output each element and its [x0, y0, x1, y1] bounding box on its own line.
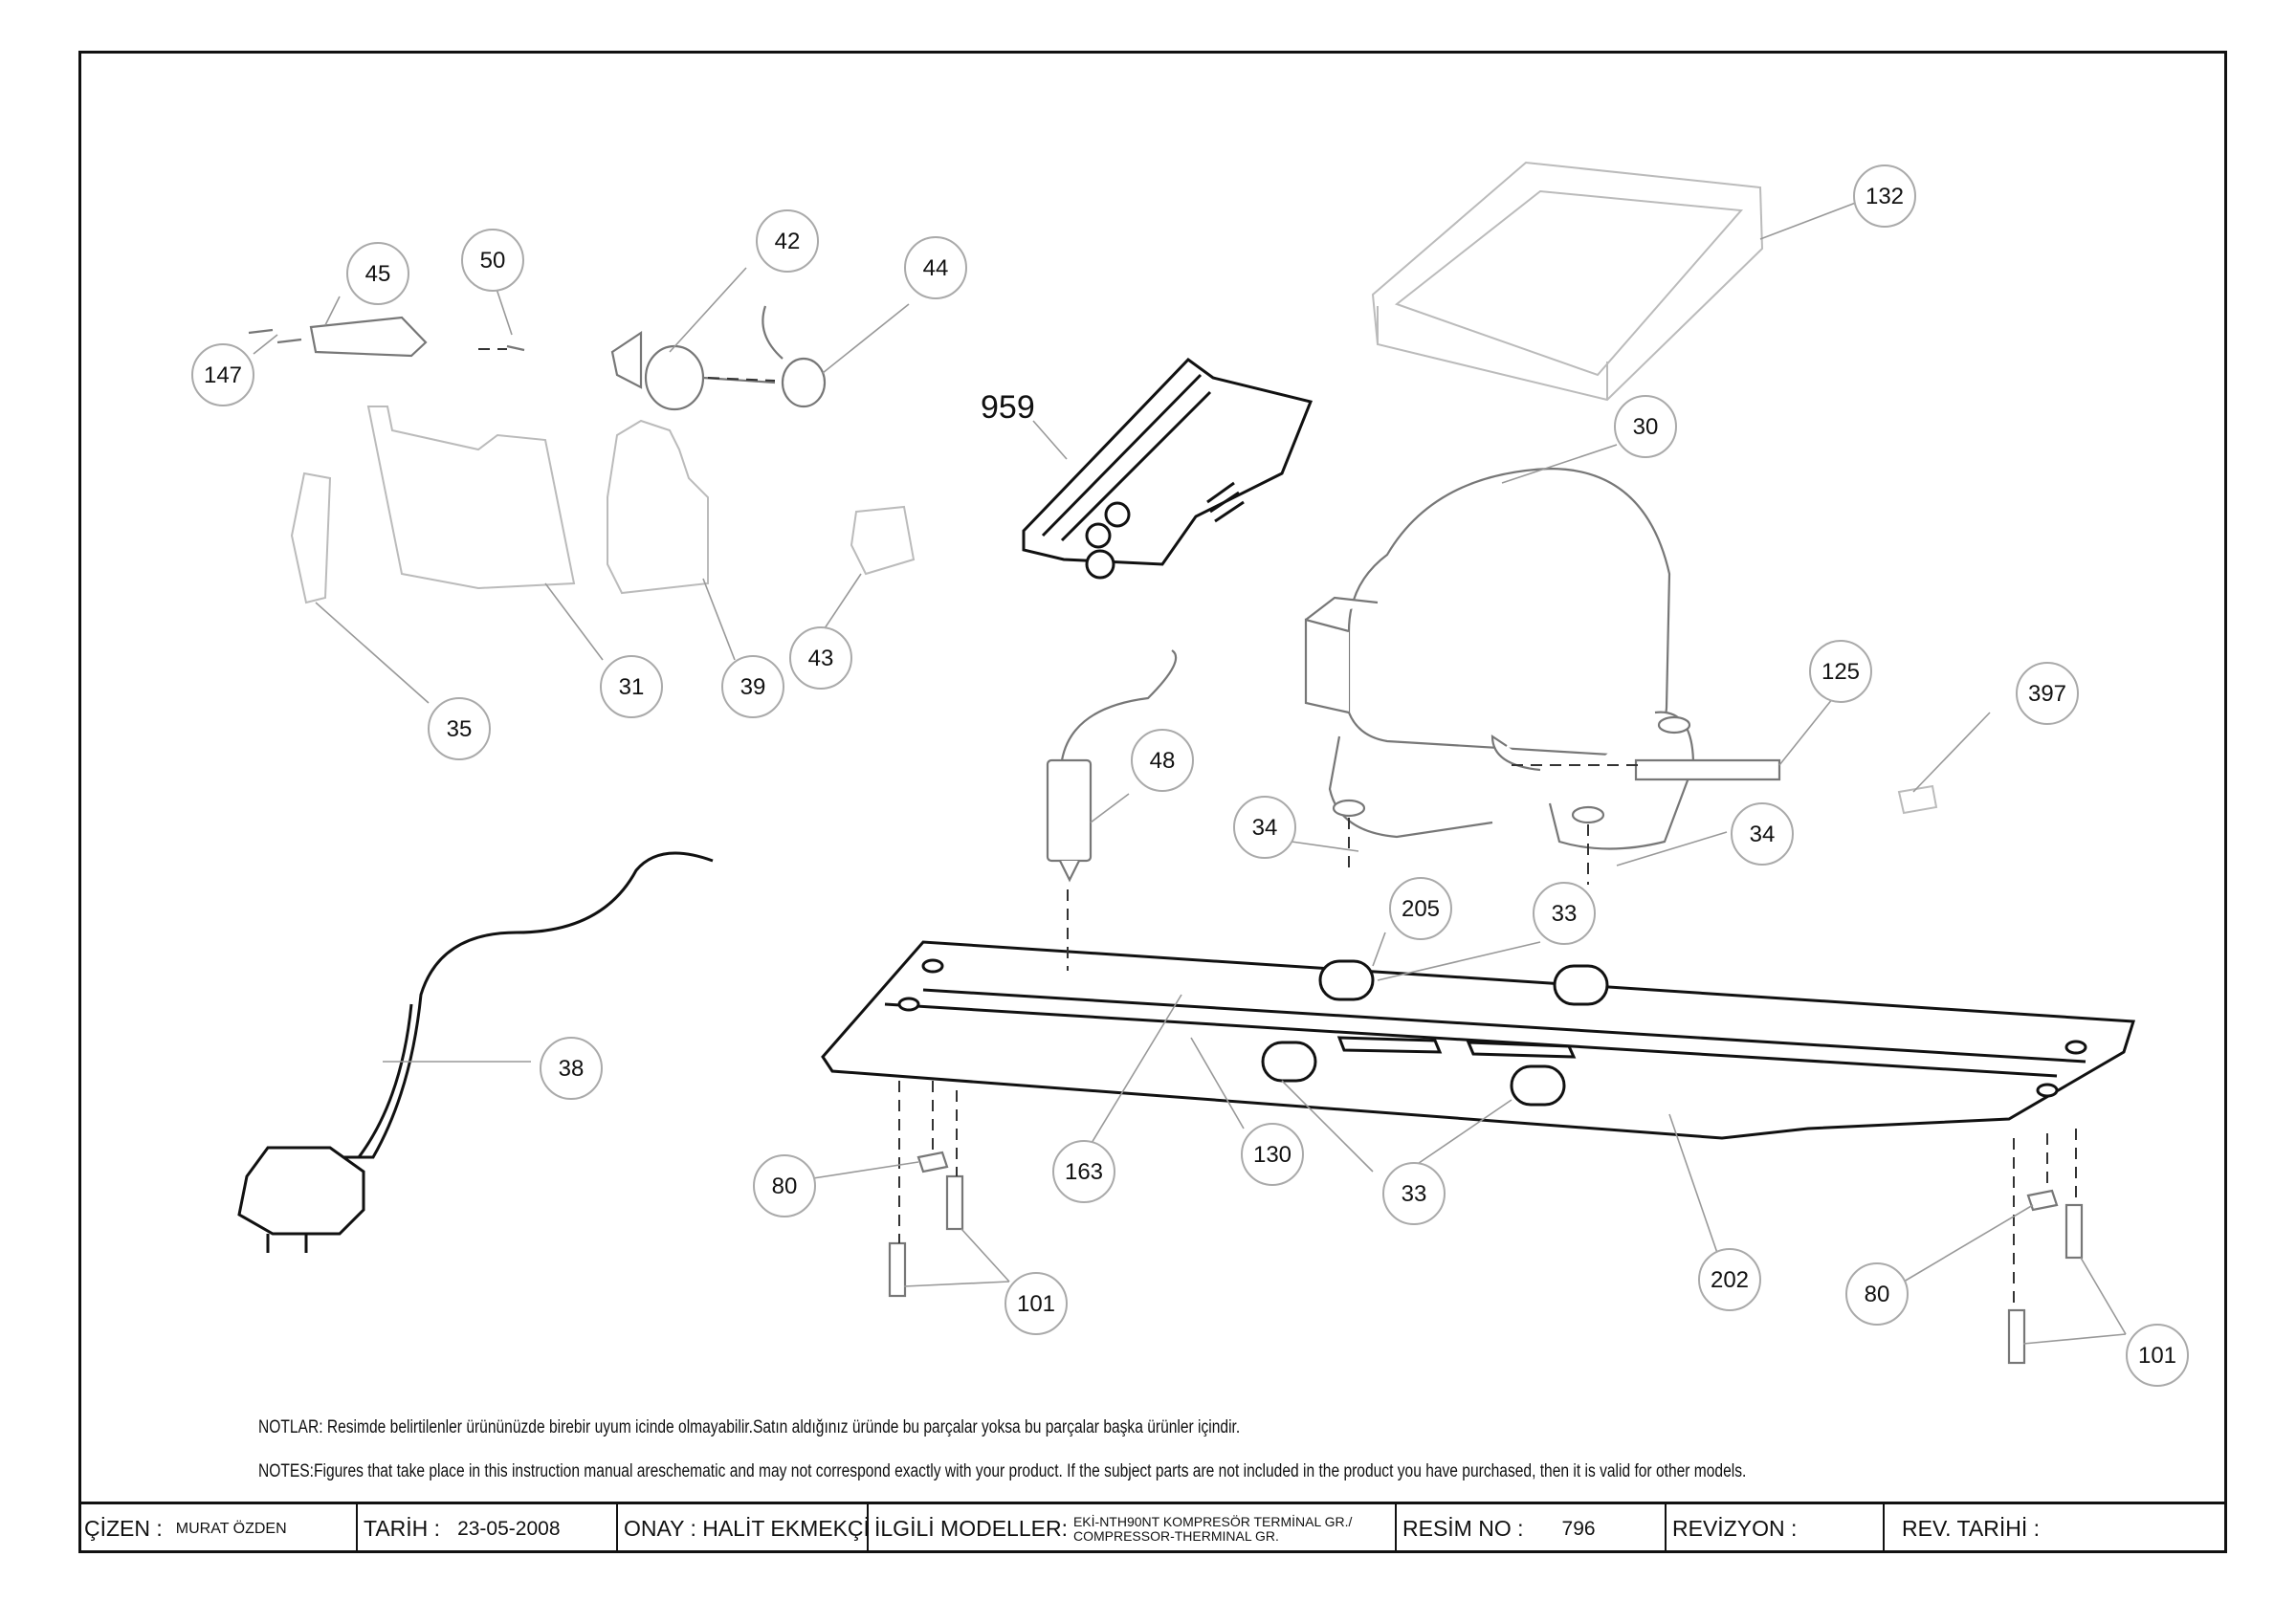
svg-text:38: 38	[559, 1056, 585, 1082]
svg-text:397: 397	[2028, 681, 2066, 707]
part-power-cable	[237, 851, 714, 1253]
svg-text:33: 33	[1402, 1181, 1427, 1207]
svg-text:39: 39	[740, 674, 766, 700]
svg-text:33: 33	[1552, 901, 1578, 927]
callout: 42	[756, 209, 819, 273]
revizyon-label: REVİZYON :	[1672, 1516, 1798, 1541]
leader-lines	[253, 200, 2127, 1345]
callout: 205	[1389, 877, 1452, 940]
svg-text:125: 125	[1821, 659, 1860, 685]
callout: 125	[1809, 640, 1872, 703]
svg-text:30: 30	[1633, 414, 1659, 440]
callout: 397	[2016, 662, 2079, 725]
callout: 33	[1533, 882, 1596, 945]
part-relay	[610, 305, 827, 411]
notes-english: NOTES:Figures that take place in this in…	[258, 1461, 1747, 1481]
rev-tarihi-cell: REV. TARİHİ :	[1885, 1504, 2221, 1553]
modeller-value: EKİ-NTH90NT KOMPRESÖR TERMİNAL GR./ COMP…	[1072, 1513, 1353, 1544]
svg-text:34: 34	[1750, 822, 1776, 847]
modeller-line-2: COMPRESSOR-THERMINAL GR.	[1072, 1527, 1279, 1544]
tarih-value: 23-05-2008	[457, 1517, 561, 1540]
part-base-plate	[821, 940, 2136, 1140]
svg-text:50: 50	[480, 248, 506, 274]
part-thermostat	[248, 316, 525, 358]
part-label-959: 959	[981, 389, 1035, 426]
part-covers	[290, 406, 916, 604]
rev-tarihi-label: REV. TARİHİ :	[1902, 1516, 2041, 1541]
callout: 80	[1845, 1262, 1909, 1326]
tarih-label: TARİH :	[364, 1516, 441, 1541]
callout: 33	[1382, 1162, 1446, 1225]
svg-text:42: 42	[775, 229, 801, 254]
callout: 101	[2126, 1324, 2189, 1387]
resim-cell: RESİM NO : 796	[1397, 1504, 1667, 1553]
part-capacitor	[1046, 649, 1178, 883]
callout: 44	[904, 236, 967, 299]
assembly-lines	[478, 348, 2077, 1310]
svg-text:205: 205	[1402, 896, 1440, 922]
svg-text:101: 101	[2138, 1343, 2176, 1369]
svg-text:45: 45	[365, 261, 391, 287]
part-compressor	[1304, 467, 1781, 850]
svg-text:202: 202	[1711, 1267, 1749, 1293]
callout: 31	[600, 655, 663, 718]
callout: 30	[1614, 395, 1677, 458]
part-tray	[1371, 161, 1764, 402]
resim-label: RESİM NO :	[1402, 1516, 1524, 1541]
notes-turkish: NOTLAR: Resimde belirtilenler ürününüzde…	[258, 1417, 1241, 1437]
svg-text:80: 80	[772, 1173, 798, 1199]
svg-text:35: 35	[447, 716, 473, 742]
svg-text:80: 80	[1865, 1282, 1890, 1307]
callout: 80	[753, 1154, 816, 1217]
callout: 48	[1131, 729, 1194, 792]
callout: 38	[540, 1037, 603, 1100]
callout: 147	[191, 343, 254, 406]
svg-text:163: 163	[1065, 1159, 1103, 1185]
part-feet-bolts	[888, 1151, 2084, 1365]
svg-text:31: 31	[619, 674, 645, 700]
callout: 163	[1052, 1140, 1115, 1203]
svg-text:101: 101	[1017, 1291, 1055, 1317]
modeller-line-1: EKİ-NTH90NT KOMPRESÖR TERMİNAL GR./	[1072, 1513, 1353, 1529]
callout: 43	[789, 626, 852, 690]
cizen-label: ÇİZEN :	[84, 1516, 163, 1541]
callout: 202	[1698, 1248, 1761, 1311]
drawing-frame	[78, 51, 2227, 1553]
callout: 132	[1853, 164, 1916, 228]
part-terminal-cover	[1022, 358, 1314, 580]
svg-text:34: 34	[1252, 815, 1278, 841]
callout: 130	[1241, 1123, 1304, 1186]
onay-cell: ONAY : HALİT EKMEKÇİ	[618, 1504, 870, 1553]
callout: 45	[346, 242, 409, 305]
svg-text:147: 147	[204, 362, 242, 388]
callout: 39	[721, 655, 784, 718]
callout: 50	[461, 229, 524, 292]
modeller-label: İLGİLİ MODELLER:	[874, 1516, 1068, 1541]
svg-text:132: 132	[1866, 184, 1904, 209]
revizyon-cell: REVİZYON :	[1667, 1504, 1885, 1553]
svg-text:44: 44	[923, 255, 949, 281]
cizen-value: MURAT ÖZDEN	[175, 1520, 287, 1537]
tarih-cell: TARİH : 23-05-2008	[358, 1504, 618, 1553]
part-plug	[1897, 784, 1938, 815]
callout: 34	[1233, 796, 1296, 859]
svg-text:130: 130	[1253, 1142, 1292, 1168]
title-block: ÇİZEN : MURAT ÖZDEN TARİH : 23-05-2008 O…	[78, 1502, 2227, 1553]
svg-text:43: 43	[808, 646, 834, 671]
cizen-cell: ÇİZEN : MURAT ÖZDEN	[78, 1504, 358, 1553]
modeller-cell: İLGİLİ MODELLER: EKİ-NTH90NT KOMPRESÖR T…	[869, 1504, 1397, 1553]
resim-value: 796	[1561, 1517, 1596, 1540]
svg-text:48: 48	[1150, 748, 1176, 774]
callout: 101	[1004, 1272, 1068, 1335]
onay-text: ONAY : HALİT EKMEKÇİ	[624, 1516, 870, 1541]
callout: 34	[1731, 802, 1794, 866]
callout: 35	[428, 697, 491, 760]
